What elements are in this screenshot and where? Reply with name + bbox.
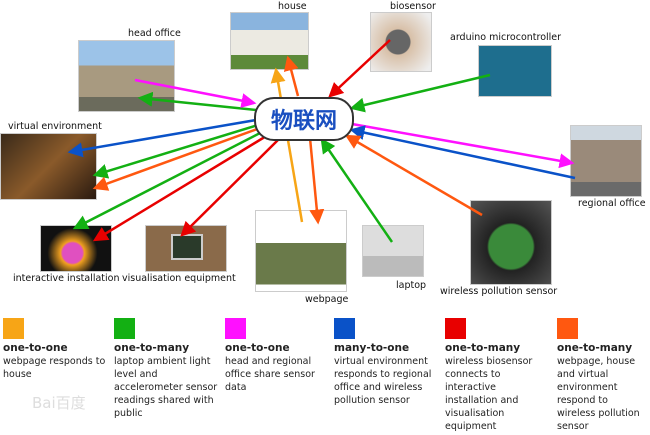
legend-title: one-to-one (225, 342, 290, 354)
label-interactive-installation: interactive installation (13, 273, 120, 284)
legend-text: webpage responds to house (3, 356, 106, 380)
label-house: house (278, 1, 307, 12)
legend-text: virtual environment responds to regional… (334, 356, 432, 406)
legend-swatch-magenta (225, 318, 246, 339)
legend-swatch-red (445, 318, 466, 339)
head-office-photo (78, 40, 175, 112)
regional-office-photo (570, 125, 642, 197)
legend-text: laptop ambient light level and accelerom… (114, 356, 218, 419)
arrow-hub-regional-office (351, 122, 575, 169)
label-wireless-pollution-sensor: wireless pollution sensor (440, 286, 558, 297)
arrow-hub-house (283, 55, 300, 97)
legend-title: many-to-one (334, 342, 410, 354)
arrow-hub-head-office-green (137, 91, 257, 112)
legend-title: one-to-many (557, 342, 633, 354)
legend-item: one-to-many webpage, house and virtual en… (557, 318, 649, 433)
arrow-regional-office-hub (349, 125, 576, 180)
label-biosensor: biosensor (390, 1, 436, 12)
label-head-office: head office (128, 28, 181, 39)
legend-title: one-to-one (3, 342, 68, 354)
legend-item: one-to-many laptop ambient light level an… (114, 318, 219, 420)
arrow-hub-webpage (308, 137, 325, 225)
label-webpage: webpage (305, 294, 349, 305)
legend-item: one-to-many wireless biosensor connects t… (445, 318, 550, 433)
connection-arrows (67, 39, 576, 243)
legend-item: one-to-one webpage responds to house (3, 318, 108, 381)
webpage-photo (255, 210, 347, 292)
label-arduino: arduino microcontroller (450, 32, 562, 43)
label-laptop: laptop (396, 280, 427, 291)
arrow-head-office-hub (134, 78, 257, 108)
laptop-photo (362, 225, 424, 277)
legend-item: many-to-one virtual environment responds … (334, 318, 439, 407)
arrow-webpage-house (270, 67, 304, 223)
legend-text: head and regional office share sensor da… (225, 356, 315, 393)
arrow-hub-installation-green (72, 130, 263, 230)
arrow-arduino-hub (349, 73, 491, 113)
legend-title: one-to-many (445, 342, 521, 354)
arduino-photo (478, 45, 552, 97)
arrow-hub-virtual-env-orange (92, 126, 261, 191)
watermark: Bai百度 (32, 394, 86, 412)
arrow-pollution-hub (344, 134, 483, 217)
label-visualisation-equipment: visualisation equipment (122, 273, 236, 284)
arrow-biosensor-hub (328, 39, 391, 98)
legend-text: wireless biosensor connects to interacti… (445, 356, 533, 432)
iot-hub: 物联网 (254, 97, 354, 141)
label-regional-office: regional office (578, 198, 646, 209)
arrow-hub-virtual-env-green (92, 123, 259, 179)
legend-text: webpage, house and virtual environment r… (557, 356, 640, 432)
arrow-hub-installation-red (92, 133, 269, 242)
legend-swatch-green (114, 318, 135, 339)
legend-item: one-to-one head and regional office share… (225, 318, 330, 394)
legend-title: one-to-many (114, 342, 190, 354)
biosensor-photo (370, 12, 432, 72)
arrow-hub-virtual-env-blue (67, 118, 257, 158)
legend-swatch-orange (3, 318, 24, 339)
legend-swatch-blue (334, 318, 355, 339)
label-virtual-environment: virtual environment (8, 121, 102, 132)
arrow-hub-visualisation (180, 137, 281, 237)
arrow-laptop-hub (320, 137, 394, 243)
wireless-pollution-sensor-photo (470, 200, 552, 285)
legend-swatch-orange-red (557, 318, 578, 339)
